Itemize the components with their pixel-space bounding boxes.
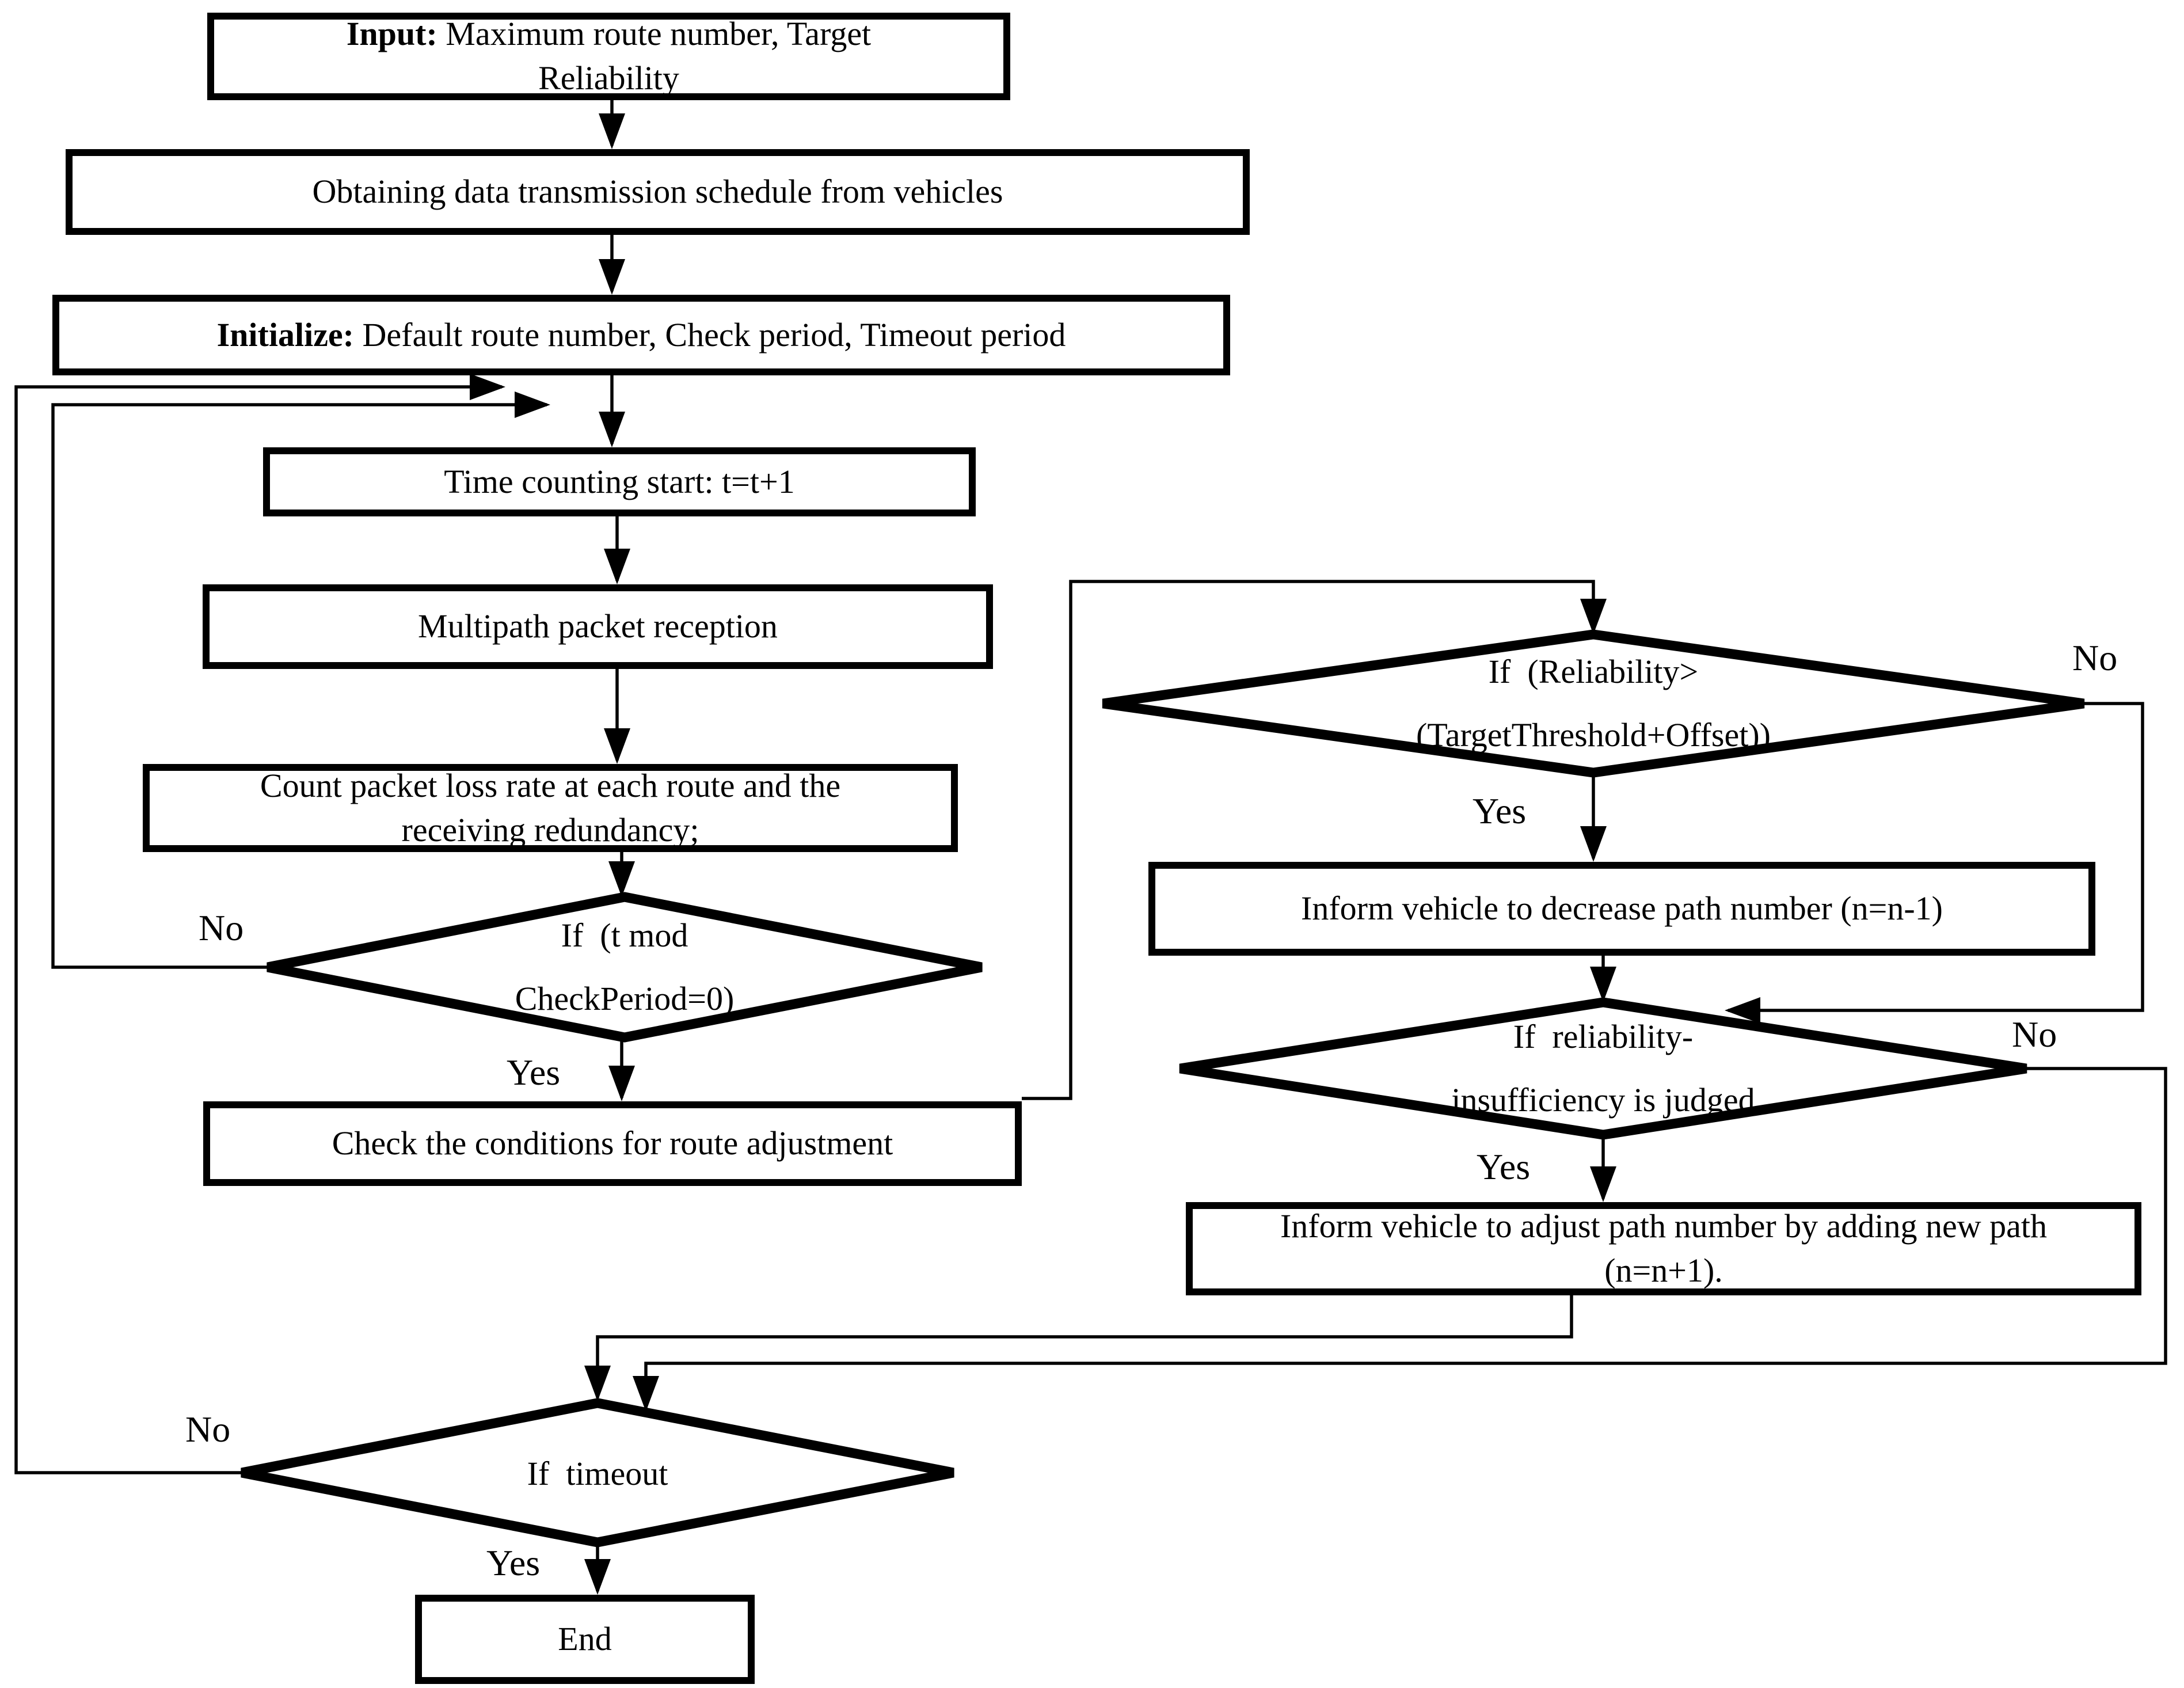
timeout-decision-shape — [241, 1398, 954, 1548]
edge-adjust-to-timeout — [584, 1295, 1573, 1401]
edge-reliabilityover-no-return — [1725, 702, 2144, 1024]
multipath-reception-box: Multipath packet reception — [203, 584, 993, 669]
edge-checkperiod-no-loop — [51, 391, 550, 969]
count-loss-line1: Count packet loss rate at each route and… — [260, 766, 841, 804]
reliability-over-line2: (TargetThreshold+Offset)) — [1416, 716, 1771, 754]
check-period-line1: If (t mod — [561, 916, 688, 954]
check-period-line2: CheckPeriod=0) — [515, 980, 735, 1017]
adjust-path-box: Inform vehicle to adjust path number by … — [1186, 1202, 2141, 1295]
input-box-line2: Reliability — [538, 59, 679, 97]
count-loss-line2: receiving redundancy; — [401, 811, 699, 849]
edge-check-to-reliabilityover — [1022, 580, 1607, 1100]
check-conditions-text: Check the conditions for route adjustmen… — [332, 1124, 893, 1162]
reliability-insufficiency-line1: If reliability- — [1513, 1017, 1694, 1055]
end-box: End — [415, 1595, 755, 1684]
multipath-reception-text: Multipath packet reception — [418, 607, 778, 645]
decrease-path-box: Inform vehicle to decrease path number (… — [1148, 862, 2095, 956]
initialize-rest: Default route number, Check period, Time… — [354, 315, 1066, 353]
initialize-bold: Initialize: — [216, 315, 354, 353]
check-conditions-box: Check the conditions for route adjustmen… — [203, 1101, 1022, 1186]
time-counting-box: Time counting start: t=t+1 — [263, 447, 976, 516]
edge-timeout-no-loop — [14, 374, 505, 1474]
edge-label-yes-insufficiency: Yes — [1477, 1146, 1531, 1187]
count-loss-box: Count packet loss rate at each route and… — [143, 764, 958, 852]
timeout-text: If timeout — [527, 1454, 668, 1492]
obtain-schedule-text: Obtaining data transmission schedule fro… — [312, 173, 1003, 211]
reliability-over-decision: If (Reliability> (TargetThreshold+Offset… — [1248, 638, 1939, 769]
edge-label-yes-reliability-over: Yes — [1473, 790, 1527, 831]
initialize-box: Initialize: Default route number, Check … — [52, 295, 1230, 375]
input-box-rest: Maximum route number, Target — [437, 15, 872, 53]
edge-label-no-reliability-over: No — [2072, 637, 2118, 678]
edge-label-no-timeout: No — [185, 1409, 231, 1450]
input-box-line1: Input: Maximum route number, Target — [214, 12, 1003, 56]
timeout-decision: If timeout — [396, 1451, 799, 1497]
check-period-decision: If (t mod CheckPeriod=0) — [366, 900, 884, 1035]
edge-insufficiency-no-to-timeout — [633, 1067, 2167, 1412]
decrease-path-text: Inform vehicle to decrease path number (… — [1301, 889, 1943, 927]
end-text: End — [558, 1620, 612, 1658]
reliability-insufficiency-decision-shape — [1179, 997, 2027, 1140]
edge-label-no-check-period: No — [199, 907, 244, 948]
reliability-insufficiency-decision: If reliability- insufficiency is judged — [1258, 1005, 1949, 1132]
adjust-path-line2: (n=n+1). — [1604, 1252, 1723, 1289]
time-counting-text: Time counting start: t=t+1 — [444, 462, 795, 500]
check-period-decision-shape — [267, 892, 983, 1043]
adjust-path-line1: Inform vehicle to adjust path number by … — [1280, 1207, 2048, 1245]
obtain-schedule-box: Obtaining data transmission schedule fro… — [66, 149, 1250, 235]
edge-label-yes-check-period: Yes — [507, 1052, 561, 1093]
edge-label-no-insufficiency: No — [2012, 1014, 2057, 1055]
input-box: Input: Maximum route number, Target Reli… — [207, 13, 1010, 100]
reliability-insufficiency-line2: insufficiency is judged — [1451, 1081, 1755, 1119]
edge-label-yes-timeout: Yes — [486, 1542, 541, 1583]
reliability-over-line1: If (Reliability> — [1488, 652, 1699, 690]
input-box-bold: Input: — [346, 15, 437, 53]
reliability-over-decision-shape — [1102, 629, 2085, 778]
